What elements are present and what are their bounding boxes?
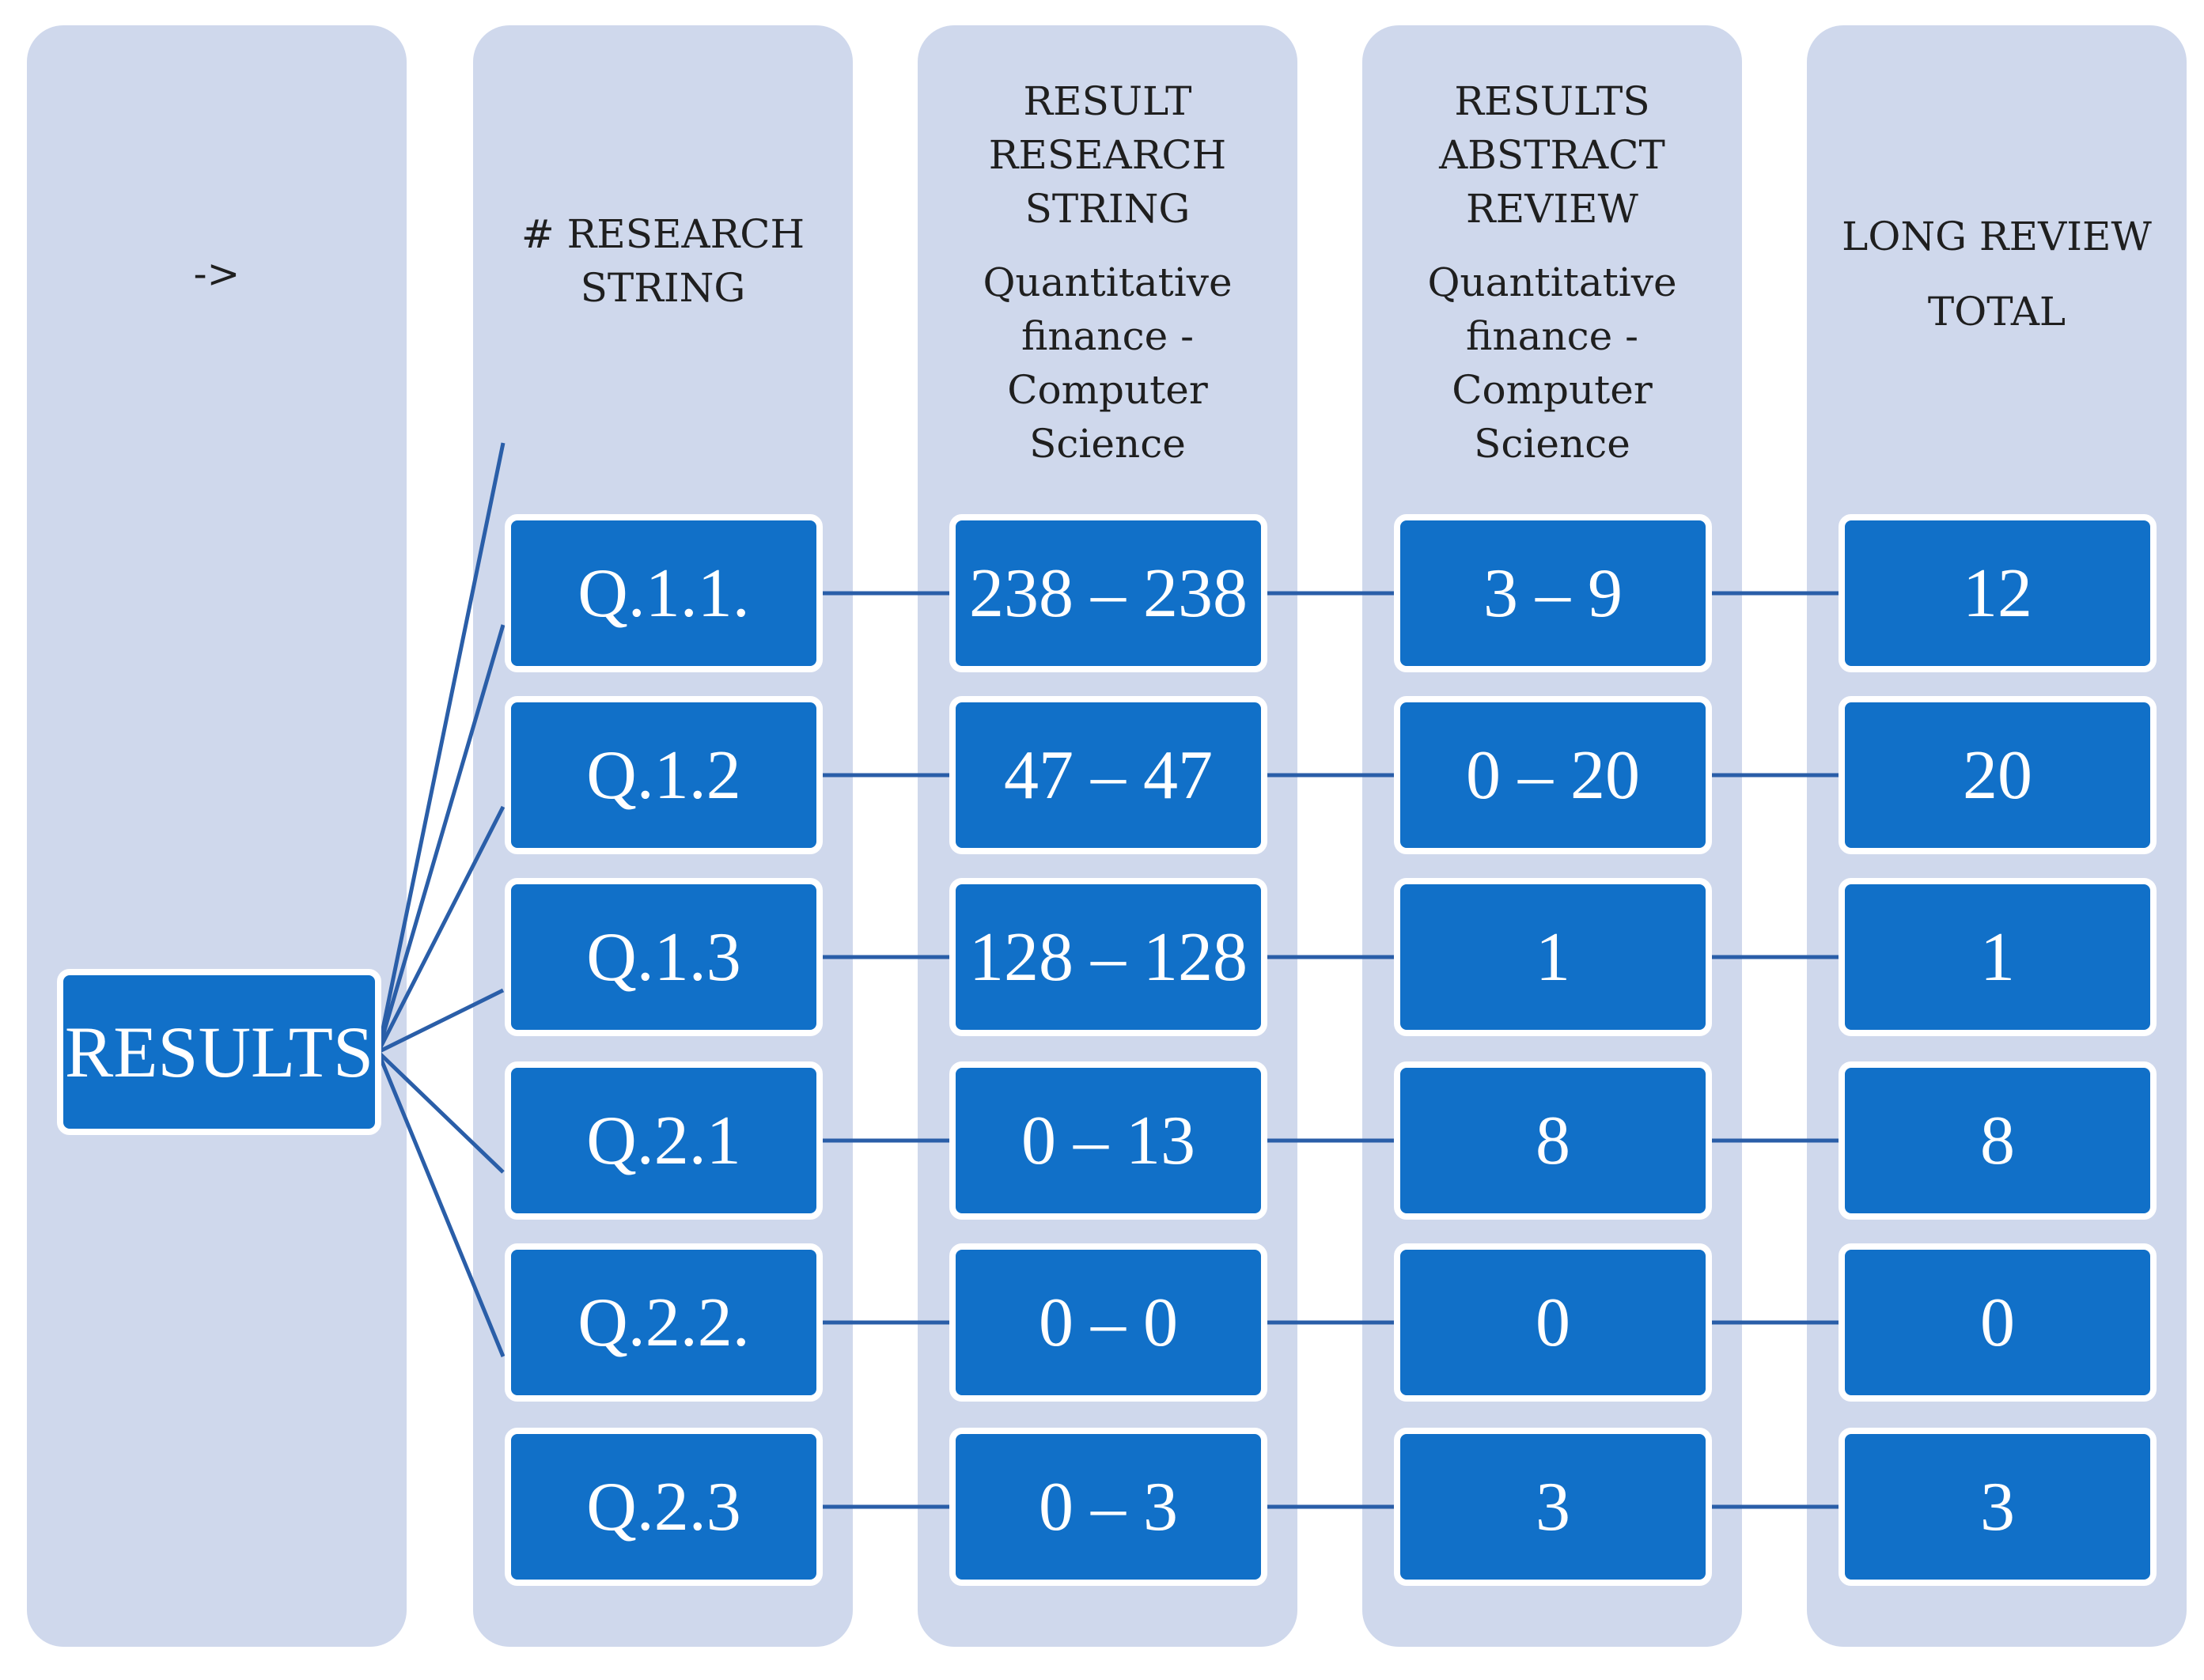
heading-line: RESEARCH: [988, 132, 1227, 178]
heading-line: TOTAL: [1927, 289, 2066, 335]
heading-line: # RESEARCH: [521, 211, 805, 257]
query-box: Q.1.2: [505, 696, 823, 854]
column-research-string-heading: # RESEARCH STRING: [473, 207, 853, 315]
query-box: Q.2.2.: [505, 1243, 823, 1402]
heading-line: ->: [193, 251, 240, 297]
abstract-result-box: 0: [1394, 1243, 1712, 1402]
fan-connector: [376, 442, 506, 1053]
column-result-research-heading: RESULT RESEARCH STRING Quantitative fina…: [918, 74, 1297, 471]
column-abstract-review-heading: RESULTS ABSTRACT REVIEW Quantitative fin…: [1362, 74, 1742, 471]
query-box: Q.1.1.: [505, 514, 823, 672]
heading-line: RESULTS: [1454, 78, 1650, 124]
column-long-review-heading: LONG REVIEW TOTAL: [1807, 199, 2187, 350]
subheading-line: finance -: [1466, 313, 1638, 359]
query-box: Q.2.3: [505, 1428, 823, 1586]
abstract-result-box: 0 – 20: [1394, 696, 1712, 854]
total-box: 12: [1839, 514, 2157, 672]
total-box: 1: [1839, 878, 2157, 1036]
research-result-box: 238 – 238: [949, 514, 1267, 672]
results-root-box: RESULTS: [57, 969, 381, 1135]
total-box: 0: [1839, 1243, 2157, 1402]
query-box: Q.2.1: [505, 1061, 823, 1220]
column-arrow-heading: ->: [27, 247, 407, 301]
fan-connector: [376, 805, 506, 1054]
subheading-line: finance -: [1021, 313, 1194, 359]
heading-line: ABSTRACT: [1439, 132, 1665, 178]
fan-connector: [377, 1050, 505, 1174]
heading-line: LONG REVIEW: [1842, 214, 2152, 259]
total-box: 3: [1839, 1428, 2157, 1586]
heading-line: STRING: [1024, 186, 1191, 232]
research-result-box: 0 – 3: [949, 1428, 1267, 1586]
abstract-result-box: 8: [1394, 1061, 1712, 1220]
subheading-line: Computer: [1452, 367, 1653, 413]
research-result-box: 0 – 0: [949, 1243, 1267, 1402]
subheading-line: Quantitative: [983, 259, 1233, 305]
research-result-box: 47 – 47: [949, 696, 1267, 854]
heading-line: STRING: [580, 265, 746, 311]
subheading-line: Computer: [1007, 367, 1208, 413]
subheading-line: Quantitative: [1427, 259, 1677, 305]
column-arrow: ->: [27, 25, 407, 1647]
research-result-box: 128 – 128: [949, 878, 1267, 1036]
abstract-result-box: 3 – 9: [1394, 514, 1712, 672]
fan-connector: [376, 624, 506, 1053]
subheading-line: Science: [1029, 421, 1186, 467]
total-box: 20: [1839, 696, 2157, 854]
subheading-line: Science: [1474, 421, 1630, 467]
query-box: Q.1.3: [505, 878, 823, 1036]
heading-line: REVIEW: [1466, 186, 1638, 232]
abstract-result-box: 1: [1394, 878, 1712, 1036]
fan-connector: [377, 988, 505, 1054]
research-result-box: 0 – 13: [949, 1061, 1267, 1220]
heading-line: RESULT: [1023, 78, 1192, 124]
abstract-result-box: 3: [1394, 1428, 1712, 1586]
fan-connector: [376, 1051, 506, 1357]
total-box: 8: [1839, 1061, 2157, 1220]
